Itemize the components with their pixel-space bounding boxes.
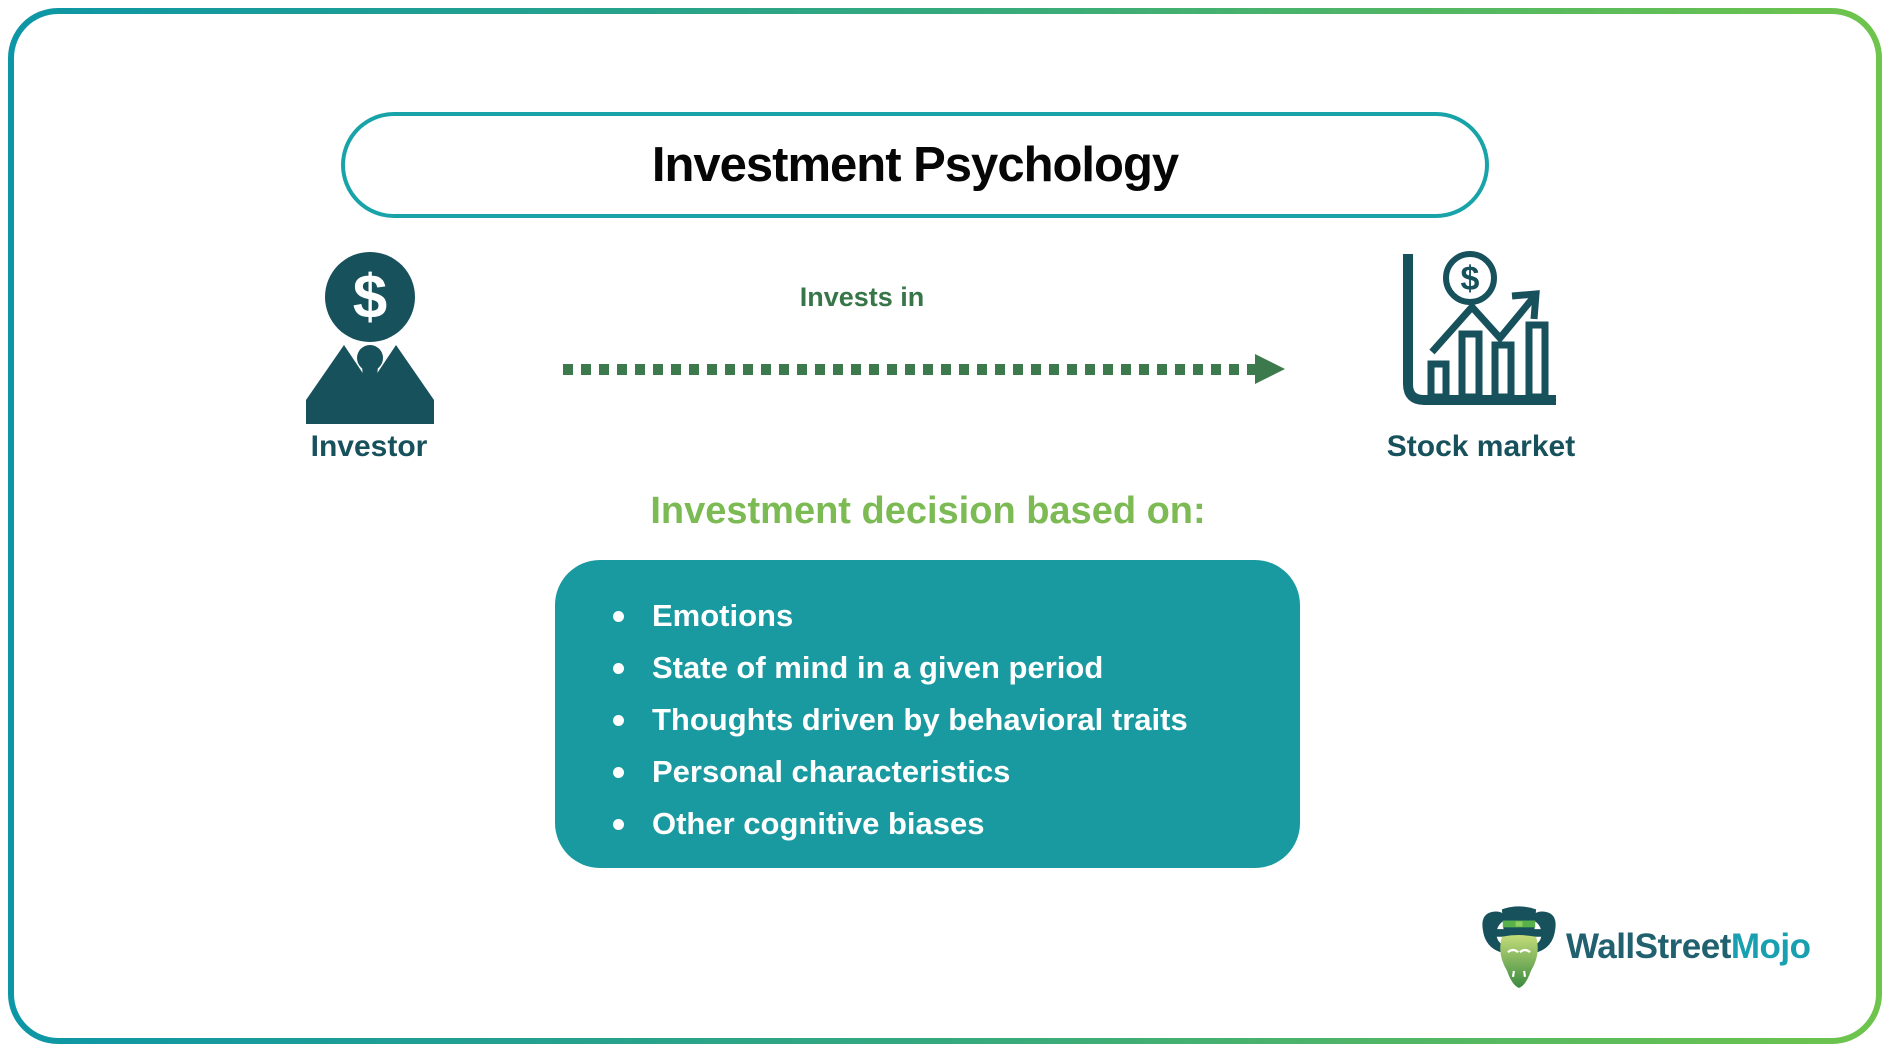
dotted-arrow-line xyxy=(563,364,1255,375)
arrow-head-icon xyxy=(1255,354,1285,384)
decision-box: Emotions State of mind in a given period… xyxy=(555,560,1300,868)
decision-heading: Investment decision based on: xyxy=(650,490,1206,532)
logo-text-secondary: Mojo xyxy=(1730,927,1811,966)
decision-list: Emotions State of mind in a given period… xyxy=(555,560,1300,850)
list-item: State of mind in a given period xyxy=(555,642,1300,694)
title-box: Investment Psychology xyxy=(341,112,1489,218)
bullet-icon xyxy=(613,819,624,830)
wallstreetmojo-logo: WallStreetMojo xyxy=(1478,900,1811,994)
list-item: Thoughts driven by behavioral traits xyxy=(555,694,1300,746)
logo-text-primary: WallStreet xyxy=(1566,927,1731,966)
list-item: Other cognitive biases xyxy=(555,798,1300,850)
coin-dollar-icon: $ xyxy=(1461,260,1480,298)
stock-market-icon: $ xyxy=(1403,251,1556,405)
logo-text: WallStreetMojo xyxy=(1566,927,1811,967)
investor-icon: $ xyxy=(306,252,434,424)
bullet-icon xyxy=(613,663,624,674)
bull-tophat-icon xyxy=(1482,906,1556,988)
bullet-icon xyxy=(613,611,624,622)
arrow-label: Invests in xyxy=(799,282,925,312)
bullet-icon xyxy=(613,715,624,726)
stock-market-label: Stock market xyxy=(1386,430,1576,463)
investor-label: Investor xyxy=(310,430,428,463)
list-item: Personal characteristics xyxy=(555,746,1300,798)
list-item: Emotions xyxy=(555,590,1300,642)
dollar-sign-icon: $ xyxy=(353,263,387,332)
page-title: Investment Psychology xyxy=(651,138,1179,192)
bullet-icon xyxy=(613,767,624,778)
